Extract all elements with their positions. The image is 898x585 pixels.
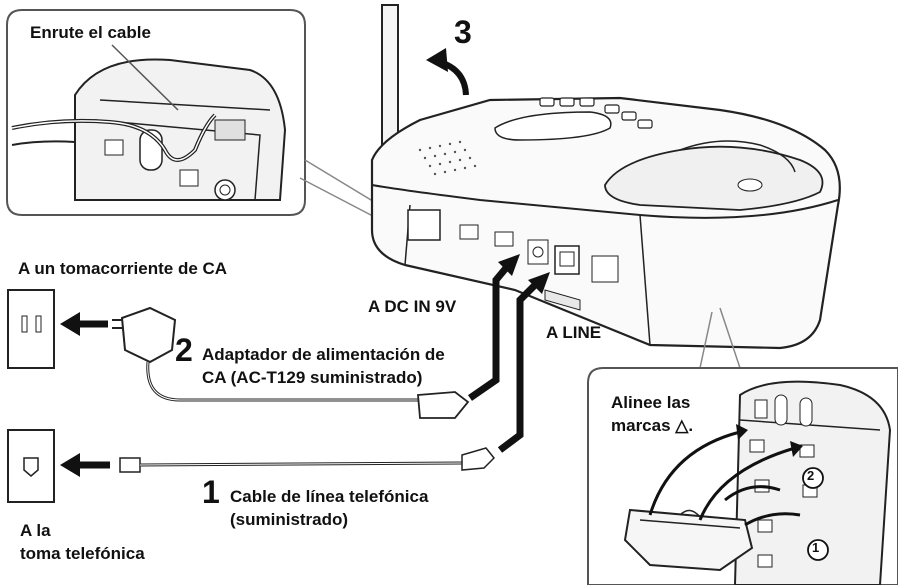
align-label-line2: marcas △. — [611, 416, 694, 435]
step-1-number: 1 — [202, 474, 220, 510]
phone-jack-label-line2: toma telefónica — [20, 544, 145, 563]
adapter-label-line1: Adaptador de alimentación de — [202, 345, 445, 364]
route-cable-label: Enrute el cable — [30, 23, 151, 42]
step-3-number: 3 — [454, 14, 472, 50]
phone-wall-jack — [7, 429, 55, 503]
adapter-label-line2: CA (AC-T129 suministrado) — [202, 368, 423, 387]
line-routing-arrow — [497, 272, 550, 453]
cable-label-line2: (suministrado) — [230, 510, 349, 529]
inset-align-marks — [587, 367, 898, 585]
callout-lines-right — [699, 307, 741, 369]
ac-outlet — [7, 289, 55, 369]
base-unit — [370, 4, 841, 350]
marker-circle-2: 2 — [807, 468, 815, 483]
inset-cable-routing — [6, 9, 306, 216]
arrow-to-ac-outlet — [60, 312, 108, 336]
rotate-arrowhead — [426, 48, 448, 72]
dc-routing-arrow — [468, 254, 520, 401]
marker-circle-1: 1 — [812, 540, 820, 555]
ac-adapter — [112, 306, 470, 419]
align-label-line1: Alinee las — [611, 393, 691, 412]
dc-in-label: A DC IN 9V — [368, 297, 457, 316]
cable-label-line1: Cable de línea telefónica — [230, 487, 429, 506]
phone-line-cable — [119, 447, 496, 473]
ac-outlet-label: A un tomacorriente de CA — [18, 259, 228, 278]
step-2-number: 2 — [175, 332, 193, 368]
arrow-to-phone-jack — [60, 453, 110, 477]
phone-jack-label-line1: A la — [20, 521, 51, 540]
line-label: A LINE — [546, 323, 602, 342]
